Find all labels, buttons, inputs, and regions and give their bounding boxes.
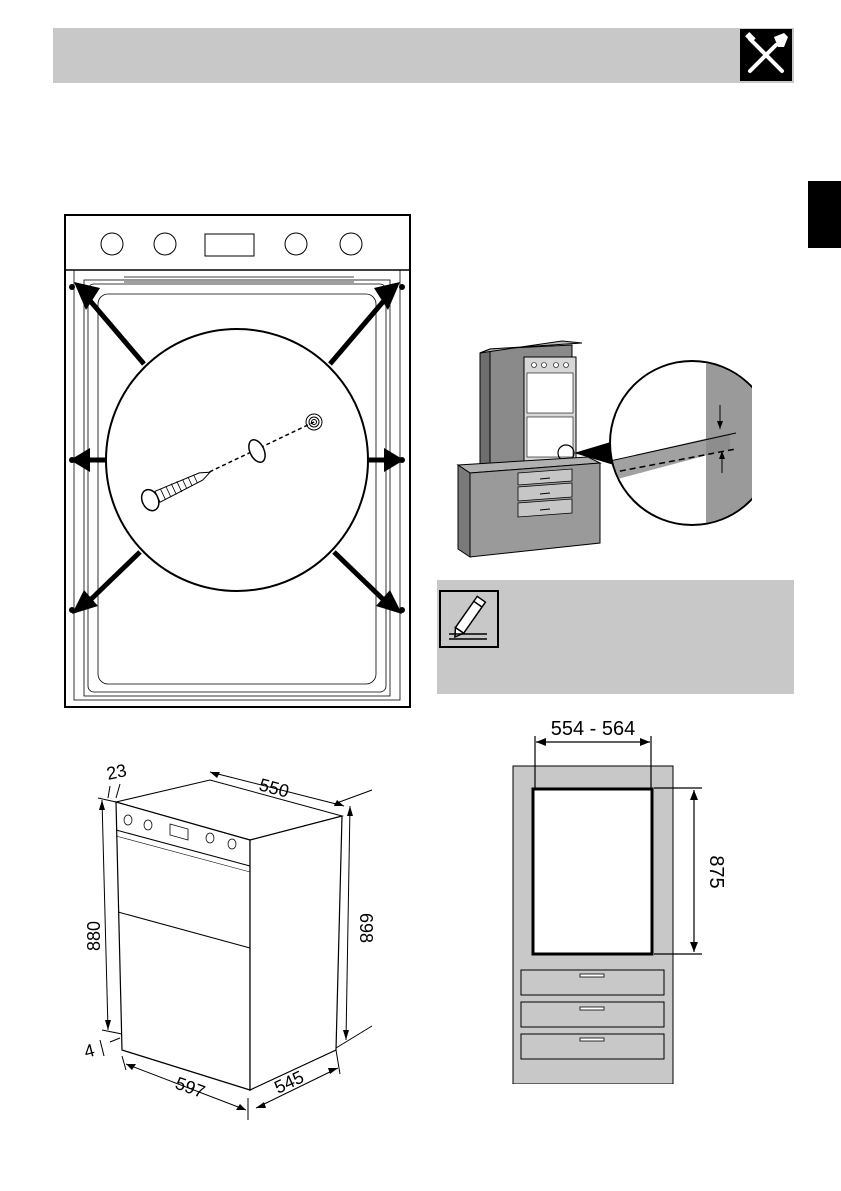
cabinet-opening-diagram: 554 - 564 875: [500, 712, 740, 1084]
dim-opening-height: 875: [705, 855, 727, 888]
dim-base-offset: 4: [82, 1040, 97, 1062]
dim-height-side: 698: [356, 913, 376, 943]
oven-dimensions-diagram: 23 550 880 698 4 597 545: [80, 750, 390, 1140]
screwdriver-wrench-icon: [740, 29, 792, 81]
language-tab: [808, 181, 841, 248]
dim-opening-width: 554 - 564: [551, 718, 636, 740]
header-bar: [53, 28, 794, 83]
oven-front-fixing-diagram: [64, 214, 412, 709]
pencil-note-icon: [439, 590, 499, 648]
dim-width-bottom: 597: [173, 1073, 208, 1102]
dim-depth-front: 23: [105, 760, 129, 784]
cabinet-installation-diagram: [440, 333, 752, 563]
dim-height-front: 880: [84, 921, 104, 951]
